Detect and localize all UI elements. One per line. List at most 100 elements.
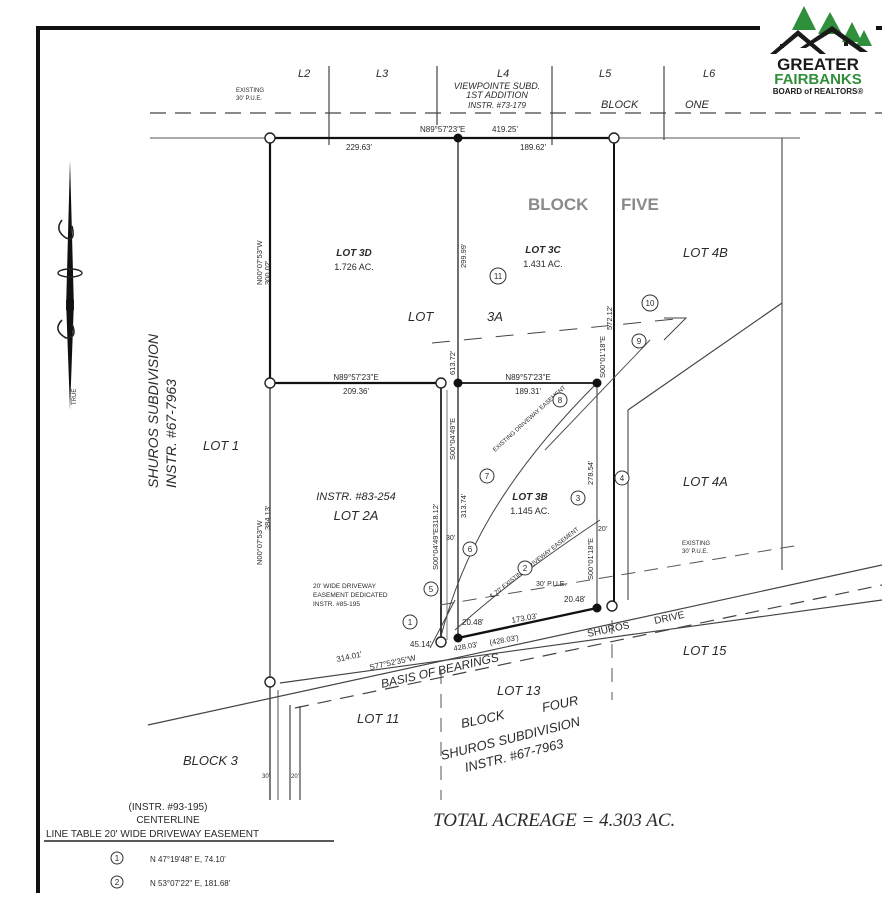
plat-frame [36,26,882,893]
center-total-dist: 613.72' [448,350,457,375]
north-arrow-icon: TRUE [57,160,83,410]
width-20-east: 20' [598,526,607,533]
lot-15: LOT 15 [683,643,727,658]
top-block-number: ONE [685,99,710,111]
west-subdivision-instr: INSTR. #67-7963 [163,379,179,488]
center-lower-dist: 313.74' [459,493,468,518]
top-lot-l3: L3 [376,68,389,80]
lot-1: LOT 1 [203,438,239,453]
east-total-dist: 572.12' [605,305,614,330]
line-table-row-1-value: N 47°19'48" E, 74.10' [150,855,226,864]
lot-3a-number: 3A [487,309,503,324]
road-name-shuros: SHUROS [586,620,630,640]
line-table-title: LINE TABLE 20' WIDE DRIVEWAY EASEMENT [46,829,259,840]
block-3: BLOCK 3 [183,753,239,768]
east-bearing: S00°01'18"E [598,336,607,378]
lot-3b-area: 1.145 AC. [510,506,550,516]
callout-9: 9 [631,333,647,349]
lot-11: LOT 11 [357,711,399,726]
west-lower-dist: 384.13' [263,505,272,530]
callout-3: 3 [570,490,586,506]
line-callouts: 1 2 3 4 5 6 7 8 9 10 11 [402,267,659,630]
lot-3b-name: LOT 3B [512,492,548,503]
north-seg-left: 229.63' [346,143,372,152]
line-table-row-1: 1 N 47°19'48" E, 74.10' [110,851,226,865]
logo-line-3: BOARD of REALTORS® [773,87,864,96]
svg-text:9: 9 [637,337,642,346]
svg-text:7: 7 [485,472,490,481]
south-seg-c: 20.48' [564,595,586,604]
top-block-word: BLOCK [601,99,639,111]
east-lower-bearing: S00°01'18"E [586,538,595,580]
viewpointe-name: VIEWPOINTE SUBD. [454,81,541,91]
line-table: (INSTR. #93-195) CENTERLINE LINE TABLE 2… [44,802,334,889]
top-pue-note-1: EXISTING [236,88,264,94]
dedicated-easement-2: EASEMENT DEDICATED [313,592,388,599]
west-upper-bearing: N00°07'53"W [255,239,264,285]
seg-45: 45.14' [410,640,432,649]
road-width-30: 30' [262,774,270,780]
svg-text:11: 11 [494,272,503,281]
svg-text:5: 5 [429,585,434,594]
logo-line-2: FAIRBANKS [774,71,862,88]
east-pue-note-2: 30' P.U.E. [682,549,708,555]
block-label-word: BLOCK [528,195,589,214]
north-arrow-label: TRUE [72,389,78,405]
line-table-row-2-value: N 53°07'22" E, 181.68' [150,879,231,888]
seg-314: 314.01' [336,650,364,664]
realtors-logo: GREATER FAIRBANKS BOARD of REALTORS® [760,4,876,96]
lot2a-east-bearing: S00°04'49"E [431,528,440,570]
svg-text:3: 3 [576,494,581,503]
mid-left-dist: 209.36' [343,387,369,396]
svg-text:2: 2 [523,564,528,573]
houses-icon [770,26,868,54]
west-upper-dist: 300.02' [263,260,272,285]
south-total: 428.03' [453,640,479,653]
total-acreage: TOTAL ACREAGE = 4.303 AC. [433,810,675,831]
lot-3c-name: LOT 3C [525,245,561,256]
svg-text:8: 8 [558,396,563,405]
mid-right-dist: 189.31' [515,387,541,396]
south-block-word: BLOCK [460,707,508,731]
lot-2a-instr: INSTR. #83-254 [316,491,395,503]
top-lot-l4: L4 [497,68,509,80]
shuros-drive-road [147,564,882,800]
callout-7: 7 [479,468,495,484]
lot-3c-area: 1.431 AC. [523,259,563,269]
callout-11: 11 [489,267,507,285]
lot-13: LOT 13 [497,683,541,698]
top-lot-l2: L2 [298,68,310,80]
svg-text:4: 4 [620,474,625,483]
lot-4b: LOT 4B [683,245,728,260]
viewpointe-instr: INSTR. #73-179 [468,101,526,110]
basis-bearing: S77°52'35"W [369,653,417,672]
callout-6: 6 [462,541,478,557]
line-table-subtitle: CENTERLINE [136,815,200,826]
viewpointe-addition: 1ST ADDITION [466,90,528,100]
line-table-row-2: 2 N 53°07'22" E, 181.68' [110,875,231,889]
dedicated-easement-3: INSTR. #85-195 [313,601,360,608]
block-label-number: FIVE [621,195,659,214]
callout-2: 2 [517,560,533,576]
width-30: 30' [446,535,455,542]
lot2a-east-dist: 318.12' [431,503,440,528]
top-lot-dividers [328,66,665,145]
monuments [264,132,620,688]
top-lot-l5: L5 [599,68,612,80]
west-subdivision-name: SHUROS SUBDIVISION [145,333,161,488]
line-table-instr: (INSTR. #93-195) [129,802,208,813]
callout-4: 4 [614,470,630,486]
lot-2a: LOT 2A [334,508,379,523]
west-lower-bearing: N00°07'53"W [255,519,264,565]
road-width-20: 20' [291,774,299,780]
logo-line-1: GREATER [777,55,859,74]
north-seg-right: 189.62' [520,143,546,152]
center-upper-dist: 299.99' [459,243,468,268]
north-distance: 419.25' [492,125,518,134]
svg-text:1: 1 [408,618,413,627]
lot-3a-word: LOT [408,309,434,324]
south-block-number: FOUR [541,693,580,715]
dedicated-easement-1: 20' WIDE DRIVEWAY [313,583,377,590]
svg-text:2: 2 [115,878,120,887]
